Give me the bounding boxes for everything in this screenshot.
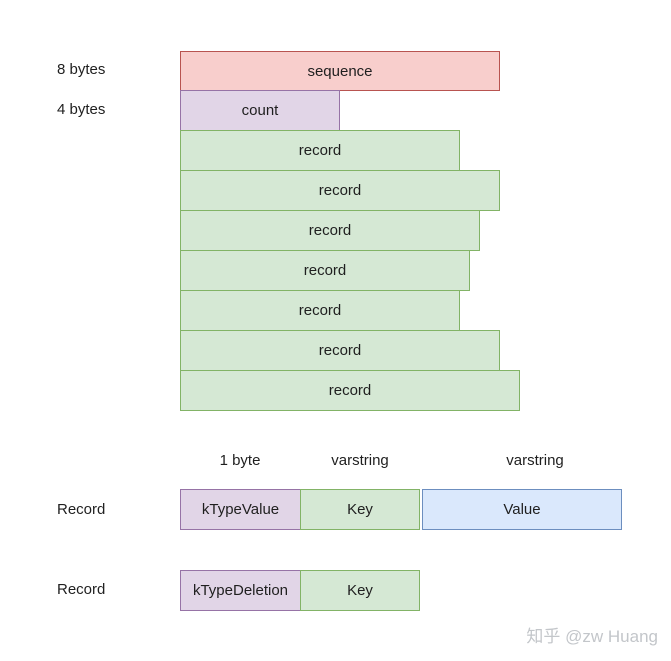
- record-box-6: record: [180, 330, 500, 371]
- ktypevalue-box: kTypeValue: [180, 489, 301, 530]
- record-box-5: record: [180, 290, 460, 331]
- header-varstring-key: varstring: [331, 452, 389, 469]
- size-label-4-bytes: 4 bytes: [57, 101, 106, 118]
- header-1-byte: 1 byte: [219, 452, 261, 469]
- record-box-7: record: [180, 370, 520, 411]
- record-box-4: record: [180, 250, 470, 291]
- key-box-1: Key: [300, 489, 420, 530]
- header-varstring-value: varstring: [506, 452, 564, 469]
- key-box-2: Key: [300, 570, 420, 611]
- count-box: count: [180, 90, 340, 131]
- record-box-3: record: [180, 210, 480, 251]
- zhihu-watermark: 知乎 @zw Huang: [526, 627, 658, 646]
- sequence-box: sequence: [180, 51, 500, 91]
- record-row-label-2: Record: [57, 581, 106, 598]
- record-box-1: record: [180, 130, 460, 171]
- record-row-label-1: Record: [57, 501, 106, 518]
- value-box: Value: [422, 489, 622, 530]
- record-box-2: record: [180, 170, 500, 211]
- ktypedeletion-box: kTypeDeletion: [180, 570, 301, 611]
- size-label-8-bytes: 8 bytes: [57, 61, 106, 78]
